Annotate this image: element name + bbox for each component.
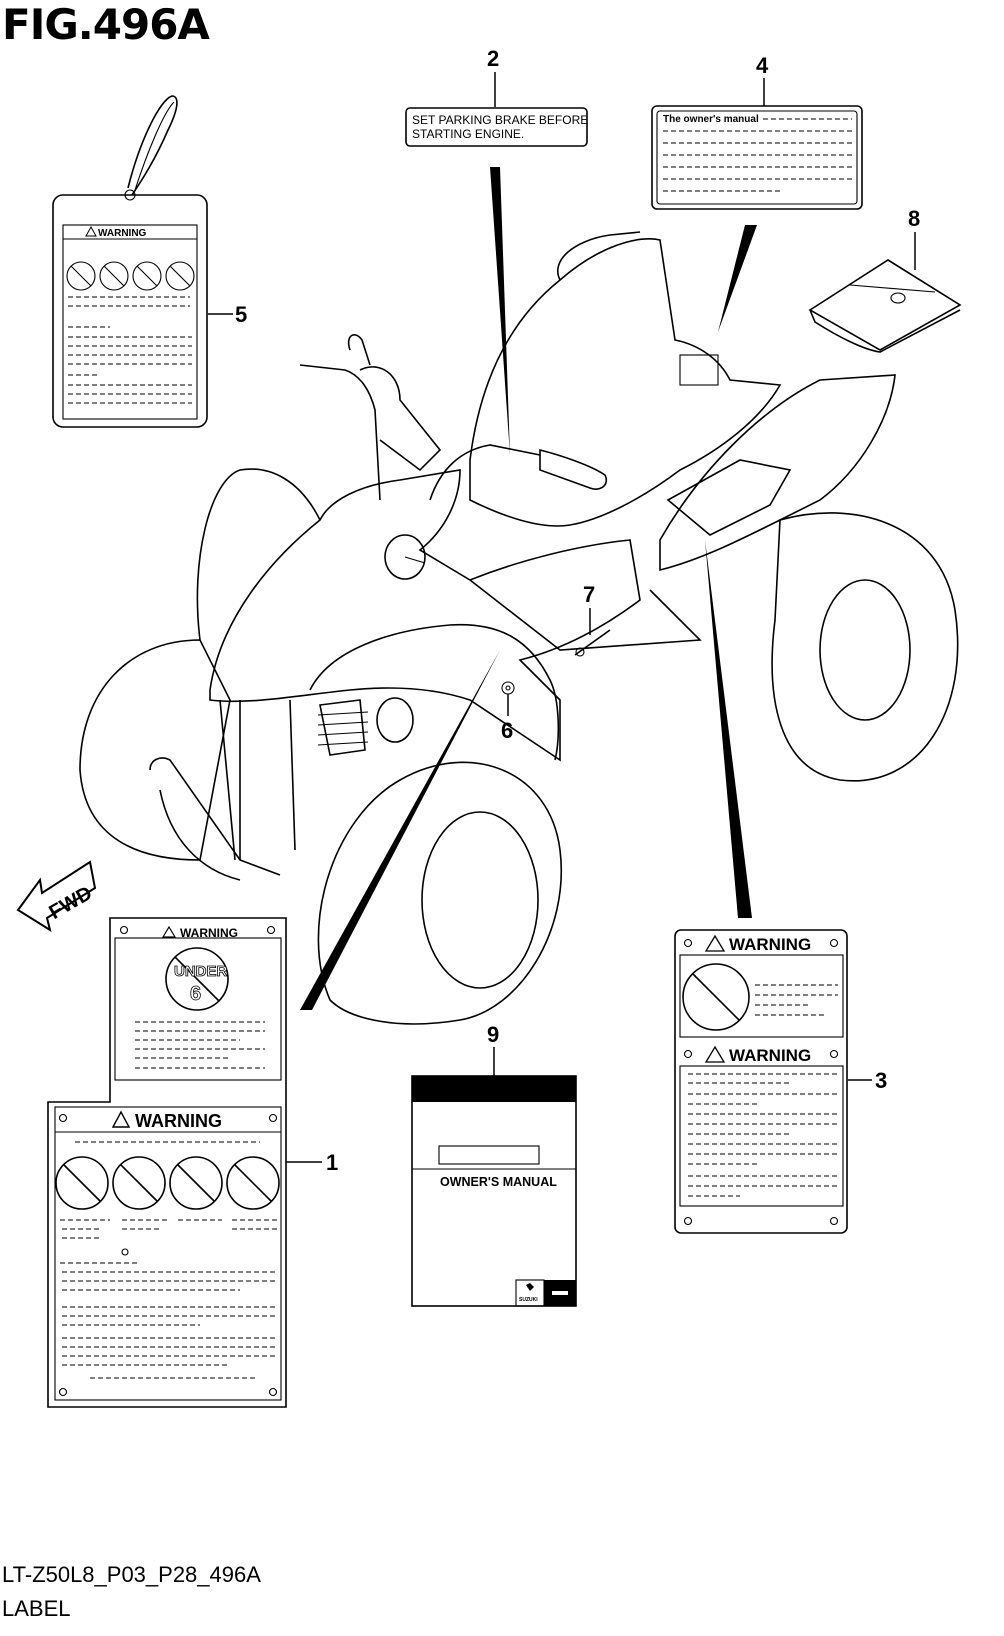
label-1-warning: WARNING UNDER 6 WARNING xyxy=(47,917,287,1408)
callout-8: 8 xyxy=(908,206,920,231)
callout-numbers: 1 2 3 4 5 6 7 8 9 xyxy=(235,46,920,1175)
callout-5: 5 xyxy=(235,302,247,327)
figure-name: LABEL xyxy=(2,1596,71,1621)
fwd-arrow: FWD xyxy=(16,860,97,933)
hang-tag-warning: WARNING xyxy=(98,228,147,239)
callout-2: 2 xyxy=(487,46,499,71)
callout-9: 9 xyxy=(487,1022,499,1047)
under-number: 6 xyxy=(190,983,201,1005)
parking-brake-line2: STARTING ENGINE. xyxy=(412,127,524,141)
parking-brake-line1: SET PARKING BRAKE BEFORE xyxy=(412,113,588,127)
callout-4: 4 xyxy=(756,53,769,78)
leader-1 xyxy=(300,650,500,1010)
owners-manual-cover-title: OWNER'S MANUAL xyxy=(440,1175,557,1189)
callout-3: 3 xyxy=(875,1068,887,1093)
callout-7: 7 xyxy=(583,582,595,607)
atv-drawing xyxy=(79,231,959,1025)
label-3-warning-top: WARNING xyxy=(729,935,811,954)
figure-code: LT-Z50L8_P03_P28_496A xyxy=(2,1562,261,1587)
callout-1: 1 xyxy=(326,1150,338,1175)
leader-2 xyxy=(490,167,510,455)
callout-6: 6 xyxy=(501,718,513,743)
label-4-owners-manual-note: The owner's manual xyxy=(651,105,863,210)
label-9-owners-manual: OWNER'S MANUAL SUZUKI xyxy=(411,1075,577,1307)
label-1-main-warning: WARNING xyxy=(135,1111,222,1131)
leader-lines xyxy=(208,72,916,1163)
figure-title: FIG.496A xyxy=(2,0,210,49)
label-1-top-warning: WARNING xyxy=(180,926,238,940)
leader-4 xyxy=(718,225,757,332)
label-5-hang-tag: WARNING xyxy=(52,95,208,428)
label-3-warning-bottom: WARNING xyxy=(729,1046,811,1065)
leader-3 xyxy=(705,540,752,918)
label-2-parking-brake: SET PARKING BRAKE BEFORE STARTING ENGINE… xyxy=(405,107,588,147)
under-text: UNDER xyxy=(174,963,228,980)
label-8-pouch xyxy=(808,259,962,353)
label-3-warning: WARNING WARNING xyxy=(674,929,848,1234)
brand-text: SUZUKI xyxy=(519,1297,538,1303)
owners-manual-note-text: The owner's manual xyxy=(663,114,759,125)
